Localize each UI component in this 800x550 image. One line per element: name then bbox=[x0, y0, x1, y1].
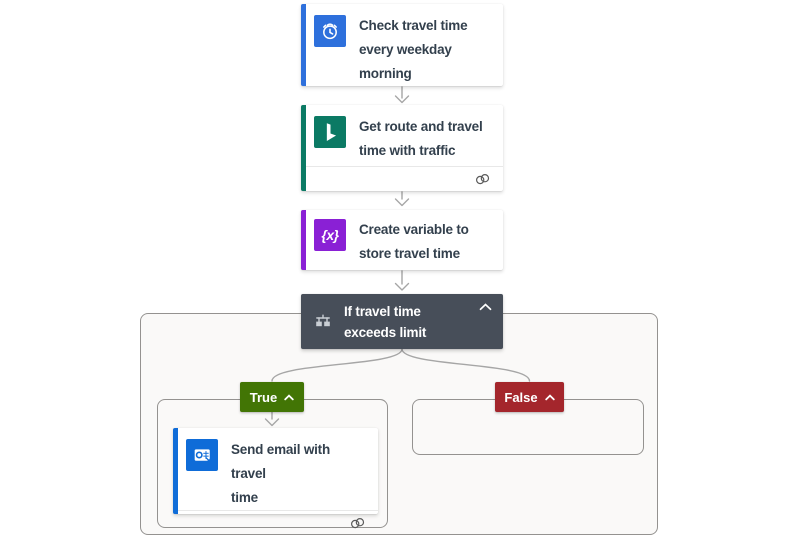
card-title: Get route and travel time with traffic bbox=[359, 119, 483, 158]
action-card-get-route[interactable]: Get route and travel time with traffic bbox=[301, 105, 503, 191]
card-title: Send email with travel time bbox=[231, 442, 331, 505]
arrow-down-head bbox=[394, 282, 410, 291]
card-footer bbox=[178, 510, 378, 535]
condition-title: If travel time exceeds limit bbox=[344, 303, 427, 340]
chevron-up-icon[interactable] bbox=[479, 303, 492, 311]
outlook-icon bbox=[186, 439, 218, 471]
connection-icon[interactable] bbox=[474, 172, 491, 187]
chevron-up-icon[interactable] bbox=[284, 393, 294, 401]
true-branch-label: True bbox=[249, 389, 278, 405]
action-card-send-email[interactable]: Send email with travel time bbox=[173, 428, 378, 528]
card-body: Check travel time every weekday morning bbox=[306, 4, 503, 86]
connection-icon[interactable] bbox=[349, 516, 366, 531]
arrow-down-head bbox=[394, 198, 410, 207]
card-title: Check travel time every weekday morning bbox=[359, 18, 468, 81]
variable-icon: {x} bbox=[314, 219, 346, 251]
false-branch-label: False bbox=[504, 389, 538, 405]
variable-glyph: {x} bbox=[321, 227, 339, 243]
card-body: Get route and travel time with traffic bbox=[306, 105, 503, 166]
false-branch-badge[interactable]: False bbox=[495, 382, 564, 412]
arrow-down-head bbox=[394, 95, 410, 104]
bing-maps-icon bbox=[314, 116, 346, 148]
condition-block-if-travel-time[interactable]: If travel time exceeds limit bbox=[301, 294, 503, 349]
condition-to-true-curve bbox=[271, 348, 403, 382]
card-title: Create variable to store travel time bbox=[359, 222, 469, 261]
condition-to-false-curve bbox=[401, 348, 531, 382]
connector-lines bbox=[264, 86, 531, 427]
trigger-card-check-travel-time[interactable]: Check travel time every weekday morning bbox=[301, 4, 503, 86]
card-footer bbox=[306, 166, 503, 191]
condition-balance-icon bbox=[313, 312, 333, 332]
recurrence-clock-icon bbox=[314, 15, 346, 47]
true-branch-badge[interactable]: True bbox=[240, 382, 304, 412]
chevron-up-icon[interactable] bbox=[544, 393, 555, 401]
card-body: {x} Create variable to store travel time bbox=[306, 210, 503, 270]
arrow-down-head bbox=[264, 418, 280, 427]
card-body: Send email with travel time bbox=[178, 428, 378, 510]
action-card-create-variable[interactable]: {x} Create variable to store travel time bbox=[301, 210, 503, 270]
